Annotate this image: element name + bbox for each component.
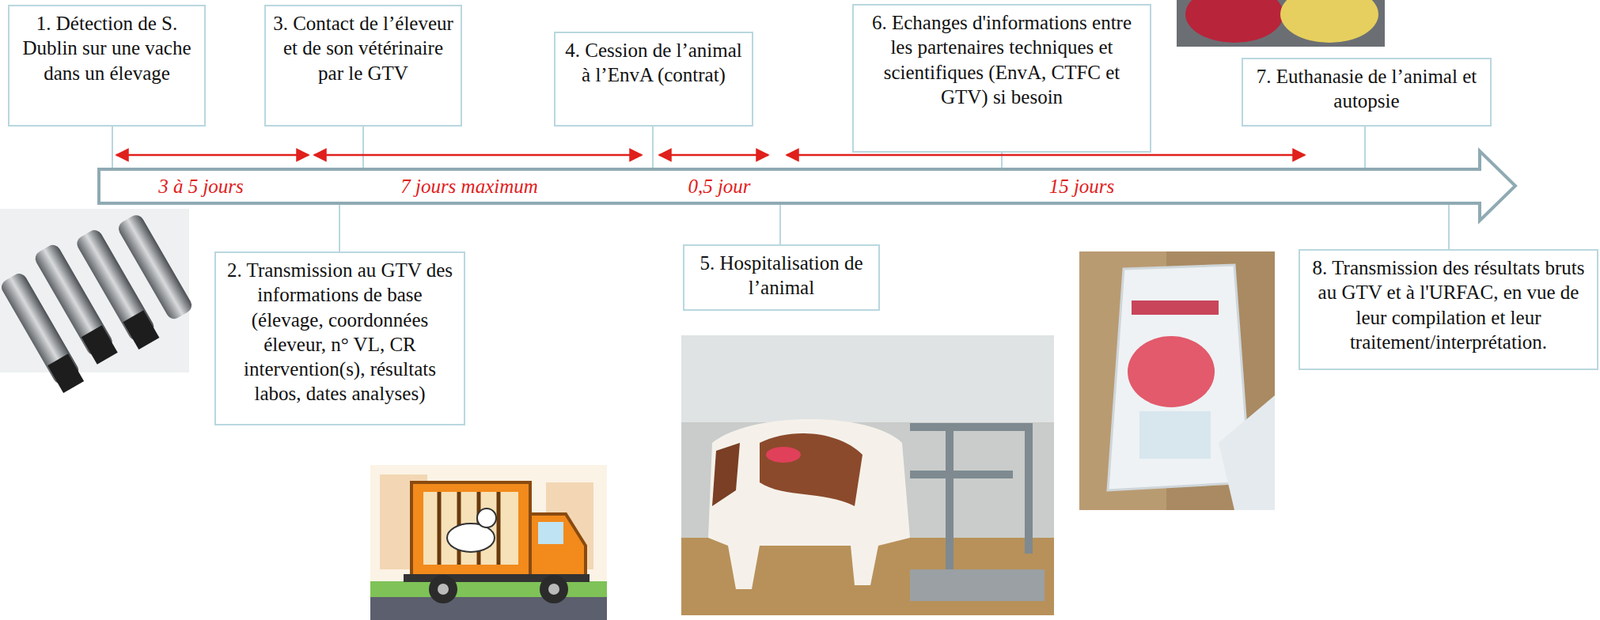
step-box: 4. Cession de l’animal à l’EnvA (contrat… — [553, 31, 754, 127]
step-text: 4. Cession de l’animal à l’EnvA (contrat… — [561, 37, 746, 88]
milking-photo — [0, 198, 199, 395]
step-text: 8. Transmission des résultats bruts au G… — [1306, 255, 1591, 355]
cow-photo — [681, 335, 1055, 616]
duration-arrows — [116, 154, 1305, 157]
step-text: 3. Contact de l’éleveur et de son vétéri… — [272, 11, 455, 86]
step-box: 5. Hospitalisation de l’animal — [682, 244, 880, 311]
timeline-arrow — [98, 151, 1516, 221]
step-text: 6. Echanges d'informations entre les par… — [860, 10, 1144, 110]
duration-label: 0,5 jour — [685, 175, 753, 198]
step-box: 2. Transmission au GTV des informations … — [214, 251, 466, 426]
step-box: 6. Echanges d'informations entre les par… — [852, 3, 1152, 153]
petri-photo — [1176, 0, 1385, 47]
step-box: 8. Transmission des résultats bruts au G… — [1298, 249, 1599, 371]
step-box: 1. Détection de S. Dublin sur une vache … — [7, 4, 206, 127]
step-text: 1. Détection de S. Dublin sur une vache … — [15, 11, 198, 86]
step-box: 7. Euthanasie de l’animal et autopsie — [1241, 57, 1492, 127]
sample-bag-photo — [1079, 251, 1275, 511]
step-text: 5. Hospitalisation de l’animal — [690, 250, 873, 301]
step-text: 2. Transmission au GTV des informations … — [222, 257, 458, 407]
truck-illustration — [370, 465, 607, 620]
duration-label: 7 jours maximum — [398, 175, 541, 198]
duration-label: 15 jours — [1046, 175, 1118, 198]
step-text: 7. Euthanasie de l’animal et autopsie — [1249, 64, 1484, 114]
duration-label: 3 à 5 jours — [155, 175, 247, 198]
step-box: 3. Contact de l’éleveur et de son vétéri… — [264, 4, 463, 127]
